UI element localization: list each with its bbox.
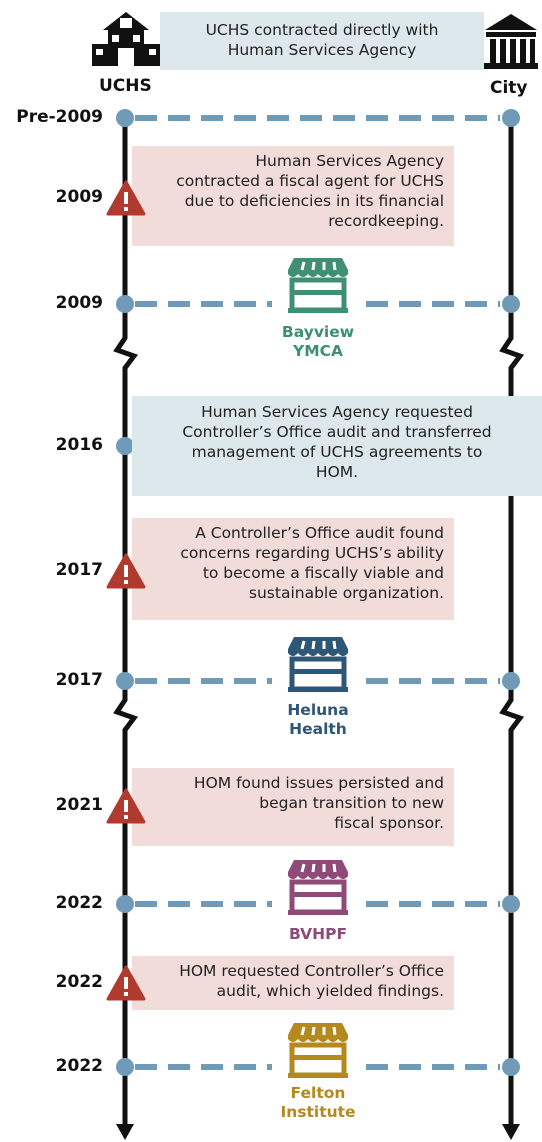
warning-note-line: audit, which yielded findings. (216, 982, 444, 1000)
warning-icon (106, 180, 146, 216)
fiscal-agent-name-line: YMCA (292, 342, 344, 360)
uchs-node-dot (116, 895, 134, 913)
uchs-label: UCHS (99, 76, 152, 96)
fiscal-agent-name-line: Felton (290, 1084, 346, 1102)
government-building-icon (484, 14, 538, 69)
warning-note-line: HOM requested Controller’s Office (179, 962, 444, 980)
city-node-dot (502, 1058, 520, 1076)
year-label: Pre-2009 (16, 107, 103, 127)
warning-note-line: fiscal sponsor. (334, 814, 444, 832)
warning-note-line: concerns regarding UCHS’s ability (180, 544, 444, 562)
event-note-line: Controller’s Office audit and transferre… (182, 423, 492, 441)
year-label: 2017 (55, 670, 103, 690)
timeline-row-fiscal-agent (116, 258, 520, 313)
uchs-node-dot (116, 109, 134, 127)
timeline-row-fiscal-agent (116, 637, 520, 692)
warning-note-line: to become a fiscally viable and (202, 564, 444, 582)
warning-note-line: due to deficiencies in its financial (184, 192, 444, 210)
year-label: 2009 (55, 187, 103, 207)
fiscal-agent-name-line: Health (289, 720, 347, 738)
warning-note-line: A Controller’s Office audit found (195, 524, 444, 542)
event-note-line: management of UCHS agreements to (191, 443, 483, 461)
warning-note: HOM requested Controller’s Office audit, … (132, 956, 454, 1010)
year-label: 2021 (55, 795, 103, 815)
fiscal-agent-name-line: Heluna (287, 701, 349, 719)
timeline-row-fiscal-agent (116, 860, 520, 915)
uchs-node-dot (116, 437, 134, 455)
timeline-row-connection (116, 109, 520, 127)
warning-note-line: recordkeeping. (328, 212, 444, 230)
warning-note-line: contracted a fiscal agent for UCHS (176, 172, 444, 190)
city-timeline (499, 118, 525, 1140)
city-node-dot (502, 895, 520, 913)
year-label: 2022 (55, 1056, 103, 1076)
storefront-icon (288, 1023, 348, 1078)
event-note-line: Human Services Agency requested (201, 403, 473, 421)
warning-note: Human Services Agency contracted a fiscal… (132, 146, 454, 246)
event-note-line: HOM. (315, 463, 359, 481)
intro-line: Human Services Agency (227, 41, 417, 59)
fiscal-agent-name-line: Institute (280, 1103, 356, 1121)
uchs-timeline (113, 118, 139, 1140)
year-label: 2009 (55, 293, 103, 313)
city-node-dot (502, 109, 520, 127)
school-building-icon (92, 12, 160, 66)
timeline-row-fiscal-agent (116, 1023, 520, 1078)
year-label: 2022 (55, 893, 103, 913)
year-label: 2022 (55, 972, 103, 992)
city-node-dot (502, 672, 520, 690)
year-label: 2016 (55, 435, 103, 455)
uchs-node-dot (116, 672, 134, 690)
year-label: 2017 (55, 560, 103, 580)
intro-note: UCHS contracted directly with Human Serv… (160, 12, 484, 70)
warning-note: HOM found issues persisted and began tran… (132, 768, 454, 846)
storefront-icon (288, 637, 348, 692)
warning-icon (106, 553, 146, 589)
city-label: City (490, 78, 528, 98)
warning-note-line: Human Services Agency (255, 152, 444, 170)
city-node-dot (502, 295, 520, 313)
storefront-icon (288, 860, 348, 915)
warning-icon (106, 788, 146, 824)
warning-icon (106, 965, 146, 1001)
warning-note: A Controller’s Office audit found concern… (132, 518, 454, 620)
storefront-icon (288, 258, 348, 313)
intro-line: UCHS contracted directly with (205, 21, 439, 39)
fiscal-agent-name-line: Bayview (281, 323, 355, 341)
warning-note-line: began transition to new (259, 794, 444, 812)
warning-note-line: HOM found issues persisted and (193, 774, 444, 792)
uchs-node-dot (116, 1058, 134, 1076)
uchs-node-dot (116, 295, 134, 313)
fiscal-agent-name: BVHPF (258, 925, 378, 944)
warning-note-line: sustainable organization. (248, 584, 444, 602)
fiscal-agent-name-line: BVHPF (288, 925, 348, 943)
